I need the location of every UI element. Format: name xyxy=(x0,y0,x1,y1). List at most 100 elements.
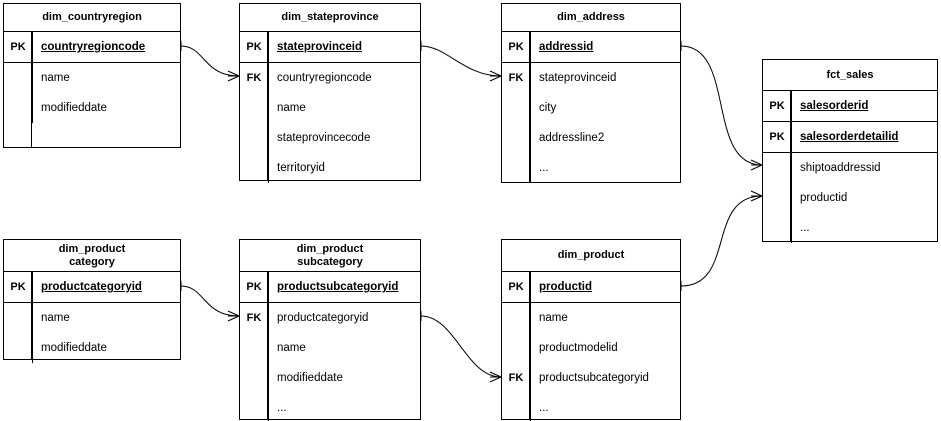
relationship-address-to-fctsales[interactable] xyxy=(680,41,763,171)
attribute-name: modifieddate xyxy=(268,363,420,393)
attribute-name: name xyxy=(32,303,180,333)
entity-title: dim_product xyxy=(502,240,680,272)
key-cell-empty xyxy=(240,393,268,421)
key-badge-pk: PK xyxy=(769,131,785,143)
attribute-name: salesorderid xyxy=(791,91,937,121)
attribute-row[interactable]: territoryid xyxy=(240,153,420,183)
attribute-row[interactable]: modifieddate xyxy=(4,93,180,123)
attribute-row[interactable]: name xyxy=(240,333,420,363)
attribute-row[interactable]: stateprovincecode xyxy=(240,123,420,153)
key-column-divider xyxy=(790,91,791,241)
key-cell-empty xyxy=(4,63,32,93)
key-column-divider xyxy=(529,272,530,419)
key-cell-empty xyxy=(240,93,268,123)
attribute-name: stateprovinceid xyxy=(530,63,680,93)
relationship-subcategory-to-product[interactable] xyxy=(420,311,502,383)
attribute-name: ... xyxy=(268,393,420,421)
entity-title: dim_product subcategory xyxy=(240,240,420,272)
relationship-line xyxy=(420,315,502,378)
attribute-row[interactable]: ... xyxy=(502,393,680,421)
attribute-row[interactable]: city xyxy=(502,93,680,123)
attribute-row[interactable]: modifieddate xyxy=(4,333,180,363)
attribute-row[interactable]: ... xyxy=(240,393,420,421)
attribute-name: countryregioncode xyxy=(268,63,420,93)
attribute-row[interactable]: ... xyxy=(763,213,937,243)
key-cell-empty xyxy=(502,153,530,183)
attribute-name: name xyxy=(268,93,420,123)
attribute-row[interactable]: FK productsubcategoryid xyxy=(502,363,680,393)
relationship-productcategory-to-subcategory[interactable] xyxy=(180,281,240,322)
key-badge-pk: PK xyxy=(246,281,262,293)
attribute-name: name xyxy=(32,63,180,93)
relationship-countryregion-to-stateprovince[interactable] xyxy=(180,41,240,82)
attribute-row[interactable]: ... xyxy=(502,153,680,183)
key-column-divider xyxy=(31,32,32,147)
key-column-divider xyxy=(529,32,530,182)
attribute-name: productmodelid xyxy=(530,333,680,363)
attribute-row[interactable]: PK productcategoryid xyxy=(4,272,180,302)
attribute-row[interactable]: name xyxy=(240,93,420,123)
entity-title: dim_address xyxy=(502,4,680,32)
attribute-row[interactable]: modifieddate xyxy=(240,363,420,393)
attribute-row[interactable]: shiptoaddressid xyxy=(763,153,937,183)
key-cell-empty xyxy=(4,333,32,363)
attribute-name: stateprovincecode xyxy=(268,123,420,153)
attribute-group: PK salesorderdetailid xyxy=(763,122,937,153)
attribute-group: PK productcategoryid xyxy=(4,272,180,303)
relationship-stateprovince-to-address[interactable] xyxy=(420,41,502,82)
key-cell-empty xyxy=(240,123,268,153)
key-badge-fk: FK xyxy=(508,372,524,384)
attribute-row[interactable]: PK salesorderdetailid xyxy=(763,122,937,152)
attribute-row[interactable]: name xyxy=(502,303,680,333)
attribute-name: salesorderdetailid xyxy=(791,122,937,152)
attribute-row[interactable]: productmodelid xyxy=(502,333,680,363)
attribute-row[interactable]: name xyxy=(4,63,180,93)
entity-title: dim_stateprovince xyxy=(240,4,420,32)
attribute-row[interactable]: name xyxy=(4,303,180,333)
attribute-row[interactable]: productid xyxy=(763,183,937,213)
key-column-divider xyxy=(31,272,32,359)
key-cell-empty xyxy=(763,183,791,213)
relationship-line xyxy=(680,45,763,166)
attribute-name: territoryid xyxy=(268,153,420,183)
key-cell-empty xyxy=(4,93,32,123)
relationship-product-to-fctsales[interactable] xyxy=(680,190,763,291)
key-cell-empty xyxy=(502,393,530,421)
key-cell-empty xyxy=(502,93,530,123)
key-badge-pk: PK xyxy=(10,281,26,293)
attribute-name: ... xyxy=(530,393,680,421)
key-cell-empty xyxy=(240,153,268,183)
key-cell-empty xyxy=(502,123,530,153)
attribute-name: productcategoryid xyxy=(32,272,180,302)
attribute-row[interactable]: addressline2 xyxy=(502,123,680,153)
entity-title: dim_countryregion xyxy=(4,4,180,32)
cardinality-many-marker xyxy=(489,371,502,383)
attribute-name: addressid xyxy=(530,32,680,62)
cardinality-many-marker xyxy=(227,70,240,82)
attribute-name: productsubcategoryid xyxy=(530,363,680,393)
